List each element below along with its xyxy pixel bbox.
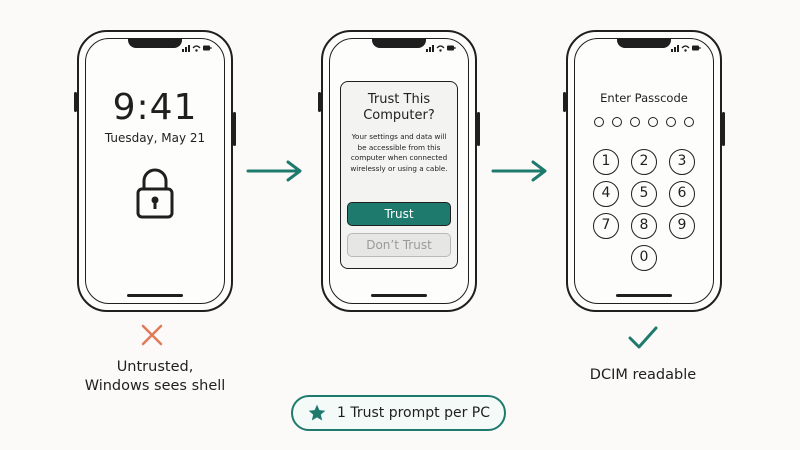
dialog-title-line: Computer? — [363, 108, 435, 123]
passcode-dot — [648, 117, 658, 127]
trust-prompt-pill: 1 Trust prompt per PC — [291, 395, 506, 431]
signal-wifi-battery-icon — [671, 45, 701, 52]
dialog-body-line: Your settings and data will — [351, 132, 447, 141]
power-button — [477, 112, 480, 146]
dialog-title-line: Trust This — [367, 92, 431, 107]
phone-lock-screen: 9:41 Tuesday, May 21 — [74, 30, 236, 312]
passcode-title: Enter Passcode — [600, 91, 688, 105]
power-button — [233, 112, 236, 146]
key-5[interactable]: 5 — [631, 181, 657, 207]
key-2[interactable]: 2 — [631, 149, 657, 175]
volume-button — [318, 92, 321, 112]
lock-time: 9:41 — [112, 87, 198, 128]
caption-dcim-readable: DCIM readable — [589, 367, 697, 383]
passcode-dots — [575, 117, 713, 127]
caption-line: Windows sees shell — [84, 378, 226, 394]
passcode-dot — [612, 117, 622, 127]
padlock-icon — [135, 167, 175, 223]
notch — [617, 39, 671, 48]
dialog-body: Your settings and data will be accessibl… — [347, 132, 451, 174]
cross-icon — [141, 324, 163, 346]
signal-wifi-battery-icon — [426, 45, 456, 52]
home-indicator — [127, 294, 183, 297]
dialog-body-line: computer when connected — [350, 153, 448, 162]
key-8[interactable]: 8 — [631, 213, 657, 239]
trust-button[interactable]: Trust — [347, 202, 451, 226]
passcode-dot — [684, 117, 694, 127]
passcode-dot — [630, 117, 640, 127]
key-1[interactable]: 1 — [593, 149, 619, 175]
key-6[interactable]: 6 — [669, 181, 695, 207]
dont-trust-button[interactable]: Don’t Trust — [347, 233, 451, 257]
key-0[interactable]: 0 — [631, 245, 657, 271]
phone-screen: Trust This Computer? Your settings and d… — [329, 38, 469, 304]
checkmark-icon — [628, 326, 658, 349]
key-4[interactable]: 4 — [593, 181, 619, 207]
keypad: 1 2 3 4 5 6 7 8 9 0 — [593, 149, 695, 271]
volume-button — [74, 92, 77, 112]
arrow-right-icon — [491, 160, 547, 182]
phone-trust-dialog: Trust This Computer? Your settings and d… — [318, 30, 480, 312]
status-bar — [671, 43, 701, 52]
key-7[interactable]: 7 — [593, 213, 619, 239]
dialog-title: Trust This Computer? — [341, 92, 457, 124]
status-bar — [426, 43, 456, 52]
status-bar — [182, 43, 212, 52]
power-button — [722, 112, 725, 146]
key-9[interactable]: 9 — [669, 213, 695, 239]
caption-untrusted: Untrusted, Windows sees shell — [70, 358, 240, 396]
pill-text: 1 Trust prompt per PC — [336, 405, 490, 421]
phone-passcode: Enter Passcode 1 2 3 4 5 6 7 8 9 0 — [563, 30, 725, 312]
dialog-body-line: be accessible from this — [357, 142, 441, 152]
passcode-dot — [594, 117, 604, 127]
home-indicator — [371, 294, 427, 297]
home-indicator — [616, 294, 672, 297]
phone-screen: Enter Passcode 1 2 3 4 5 6 7 8 9 0 — [574, 38, 714, 304]
notch — [128, 39, 182, 48]
signal-wifi-battery-icon — [182, 45, 212, 52]
arrow-right-icon — [246, 160, 302, 182]
star-icon — [308, 404, 326, 421]
passcode-dot — [666, 117, 676, 127]
trust-dialog: Trust This Computer? Your settings and d… — [340, 81, 458, 269]
caption-line: Untrusted, — [116, 359, 194, 375]
phone-screen: 9:41 Tuesday, May 21 — [85, 38, 225, 304]
key-3[interactable]: 3 — [669, 149, 695, 175]
notch — [372, 39, 426, 48]
lock-date: Tuesday, May 21 — [104, 131, 206, 145]
volume-button — [563, 92, 566, 112]
dialog-body-line: wirelessly or using a cable. — [350, 163, 448, 173]
